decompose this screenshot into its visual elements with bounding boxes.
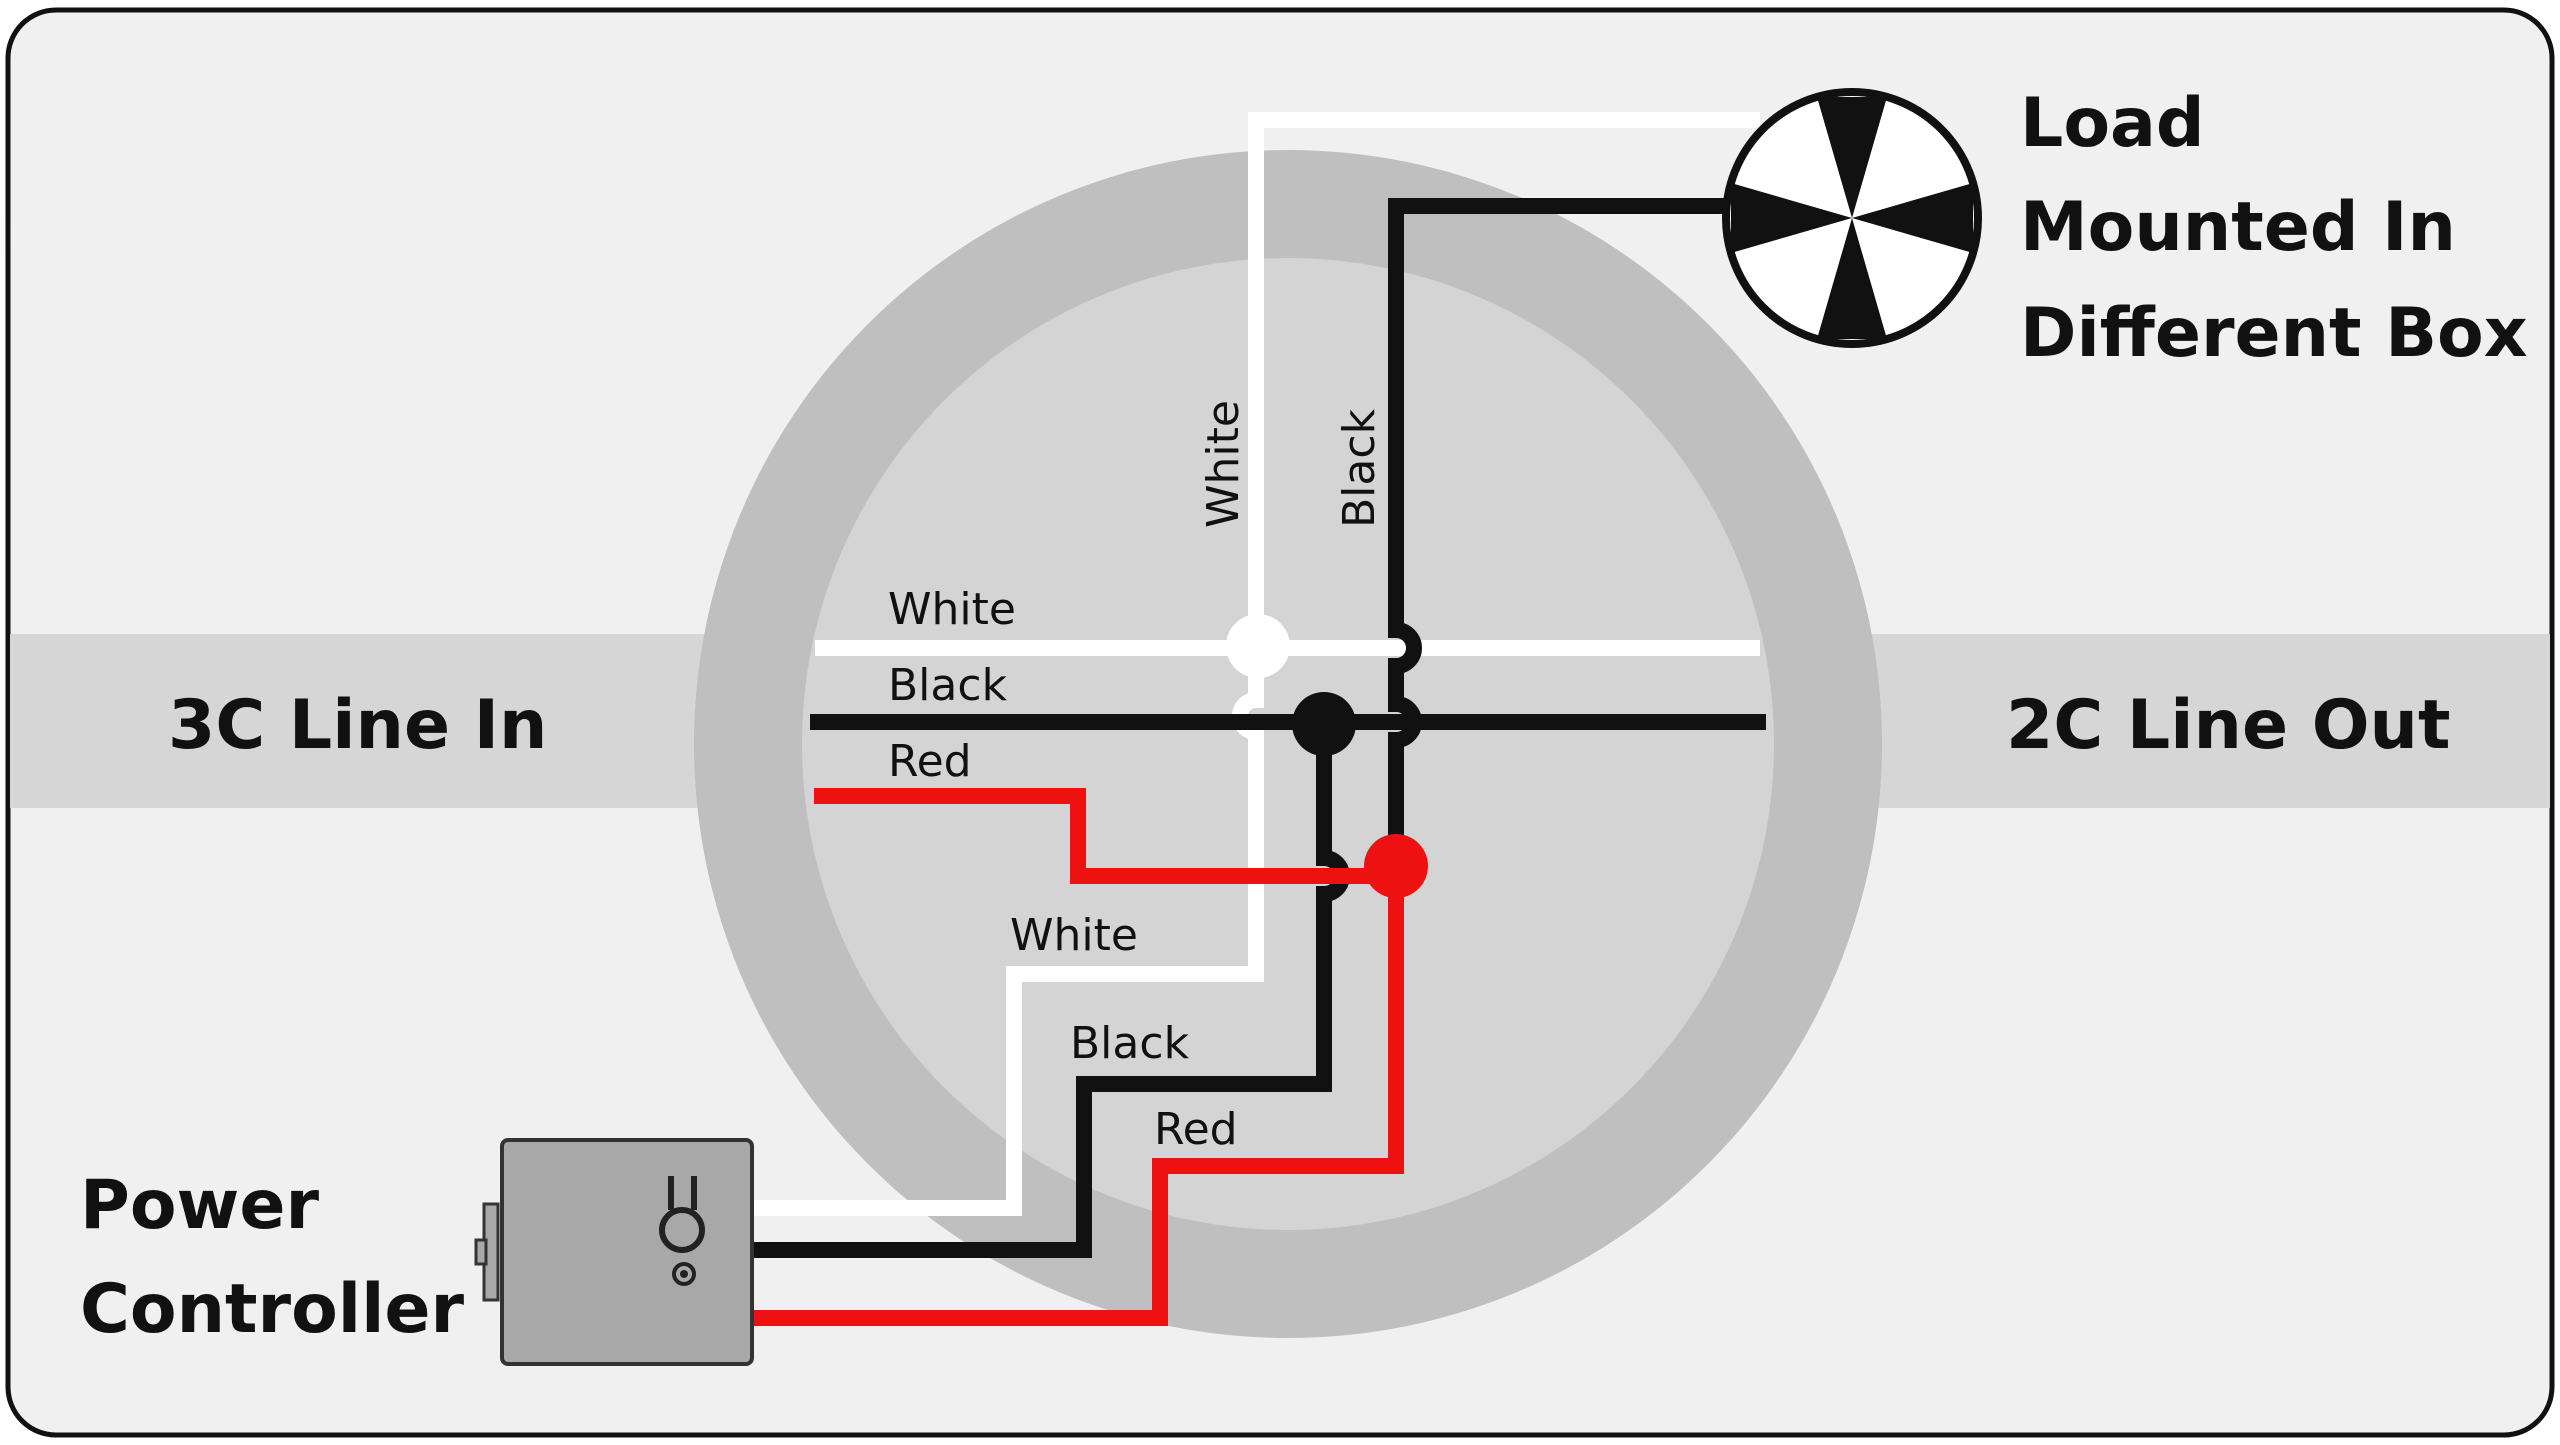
wire-label-ctrl-red: Red — [1154, 1104, 1238, 1155]
wire-black-load — [1388, 198, 1725, 868]
wire-white-load — [1248, 112, 1760, 648]
junction-box-inner — [802, 258, 1774, 1230]
wire-label-up-black: Black — [1334, 408, 1385, 528]
load-label-line-3: Different Box — [2020, 294, 2528, 373]
light-fixture-icon — [1722, 88, 1982, 348]
wire-label-up-white: White — [1198, 400, 1249, 528]
junction-white — [1226, 614, 1290, 678]
line-out-label: 2C Line Out — [2006, 686, 2450, 765]
controller-label-line-1: Power — [80, 1166, 319, 1245]
wire-label-ctrl-white: White — [1010, 910, 1138, 961]
wire-label-ctrl-black: Black — [1070, 1018, 1190, 1069]
wire-red-controller — [754, 876, 1404, 1326]
load-label-line-1: Load — [2020, 84, 2205, 163]
line-in-label: 3C Line In — [168, 686, 547, 765]
controller-label-line-2: Controller — [80, 1270, 465, 1349]
power-controller-icon — [474, 1138, 754, 1366]
junction-black — [1292, 692, 1356, 756]
wire-red-line — [814, 788, 1396, 884]
wire-label-in-white: White — [888, 584, 1016, 635]
junction-red — [1364, 834, 1428, 898]
load-label-line-2: Mounted In — [2020, 188, 2456, 267]
red-wires — [754, 788, 1404, 1326]
wire-label-in-red: Red — [888, 736, 972, 787]
wire-label-in-black: Black — [888, 660, 1008, 711]
